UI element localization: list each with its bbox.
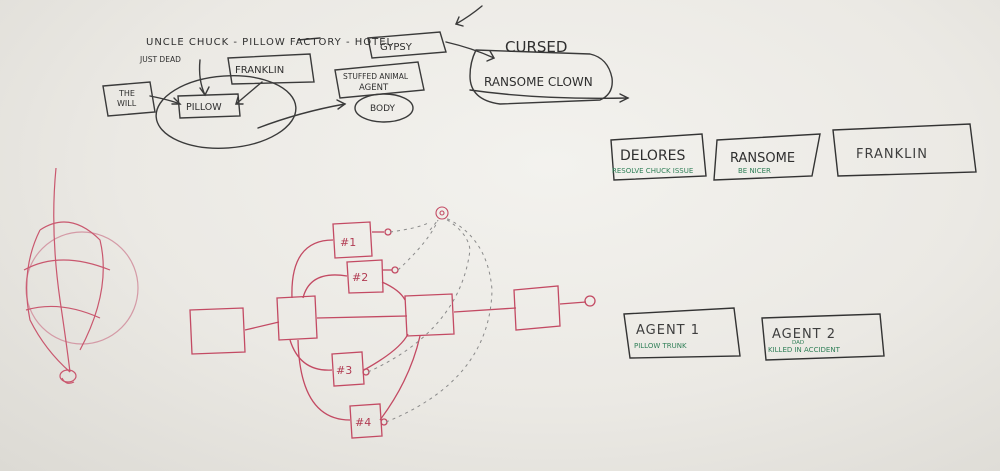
delores-card [610,133,707,181]
stuffed-agent-box [334,61,425,99]
pillow-oval [155,75,297,149]
flow-center-box [404,293,455,337]
ransome-name: RANSOME [730,151,795,166]
agent2-card [761,313,885,361]
ransome-clown-label: RANSOME CLOWN [484,75,593,89]
box-2 [346,259,384,294]
pillow-label: PILLOW [186,102,222,113]
box-1 [332,221,373,259]
the-will-box [102,81,156,117]
flow-second-box [276,295,318,341]
pink-sphere-sketch [23,167,139,384]
agent2-note: KILLED IN ACCIDENT [768,346,841,354]
agent2-note-small: DAD [792,340,804,346]
box-3-label: #3 [336,364,352,377]
flow-right-box [513,285,561,331]
cursed-label: CURSED [505,38,567,56]
sketch-title: UNCLE CHUCK - PILLOW FACTORY - HOTEL [146,37,393,48]
franklin-name: FRANKLIN [856,147,928,162]
box-2-label: #2 [352,271,368,284]
body-label: BODY [370,104,396,114]
character-cards [610,123,977,361]
the-will-label-2: WILL [117,99,137,108]
dashed-links [367,217,493,423]
franklin-card [832,123,977,177]
agent1-note: PILLOW TRUNK [634,342,687,350]
delores-note: RESOLVE CHUCK ISSUE [612,167,693,175]
pillow-box [177,93,241,119]
ransome-card [713,133,821,181]
body-oval [354,93,414,123]
franklin-small-label: FRANKLIN [235,65,284,76]
agent1-card [623,307,741,359]
box-1-label: #1 [340,236,356,249]
agent2-name: AGENT 2 [772,327,836,342]
just-dead-label: JUST DEAD [139,55,181,64]
the-will-label-1: THE [118,89,135,98]
flow-diagram [189,221,596,439]
flow-left-box [189,307,246,355]
stuffed-label-1: STUFFED ANIMAL [343,72,409,81]
agent1-name: AGENT 1 [636,323,700,338]
target-icon [435,206,449,220]
ransome-note: BE NICER [738,167,771,175]
box-4 [349,403,383,439]
gypsy-label: GYPSY [380,42,413,53]
top-sketch [102,5,630,149]
delores-name: DELORES [620,148,686,164]
box-4-label: #4 [355,416,371,429]
stuffed-label-2: AGENT [359,83,389,93]
gypsy-box [367,31,447,59]
cursed-shape [469,49,613,105]
box-3 [331,351,365,387]
